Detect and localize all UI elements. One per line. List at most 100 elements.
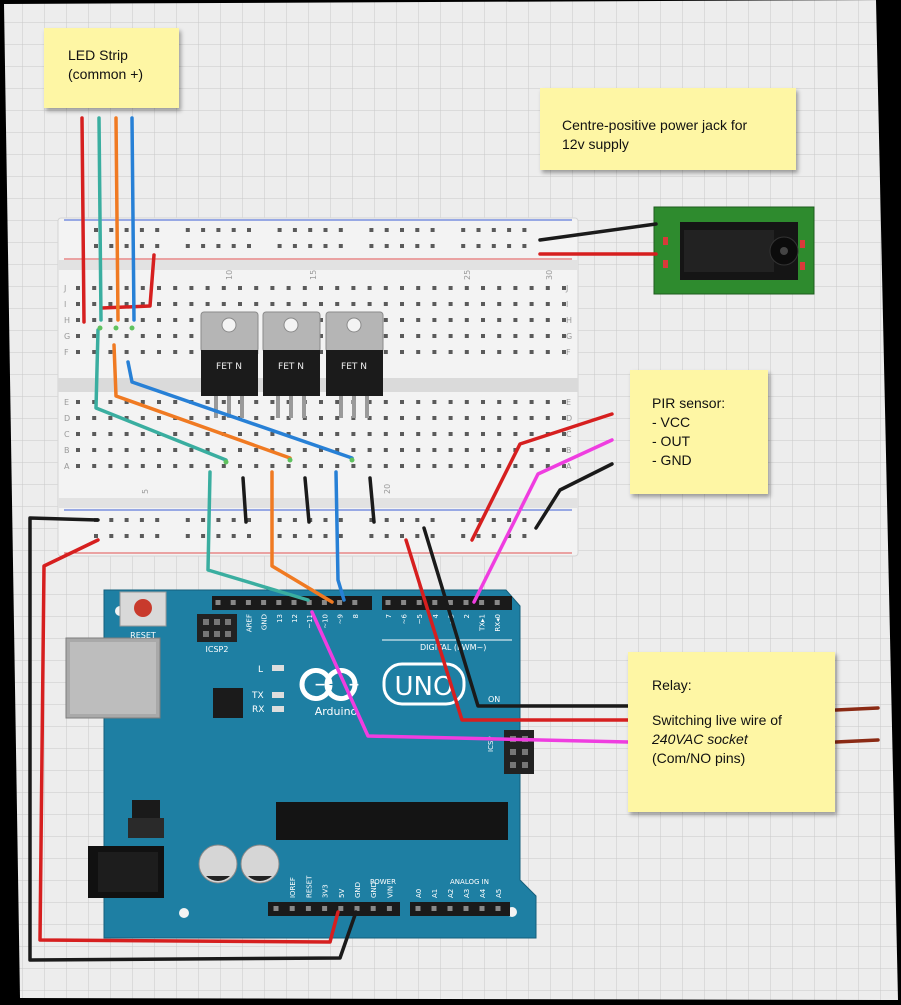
- breadboard-row-label-left: B: [64, 446, 70, 455]
- breadboard-row-label-right: H: [566, 316, 572, 325]
- led-l-label: L: [258, 665, 263, 675]
- icsp2-label: ICSP2: [206, 645, 229, 654]
- atmega-chip: [276, 802, 508, 840]
- led-rx-label: RX: [252, 705, 264, 715]
- breadboard-row-label-left: I: [64, 300, 66, 309]
- digital-header-pins: [215, 600, 500, 605]
- socket-wire-1: [834, 706, 880, 712]
- breadboard-row-label-right: D: [566, 414, 572, 423]
- breadboard-holes: [76, 228, 566, 538]
- breadboard-column-25-label: 25: [463, 270, 472, 280]
- mosfet-2: FET N: [262, 311, 321, 418]
- orange-gate-wire: [112, 343, 292, 460]
- digital-pin-label: AREF: [245, 614, 253, 632]
- digital-pin-label: TX▸1: [479, 614, 487, 632]
- icsp-header: [504, 730, 534, 774]
- digital-pin-label: GND: [261, 614, 269, 630]
- breadboard-row-label-left: H: [64, 316, 70, 325]
- breadboard-row-label-right: A: [566, 462, 572, 471]
- mosfet-3: FET N: [325, 311, 384, 418]
- relay-note-line3: (Com/NO pins): [652, 750, 746, 766]
- wires: [28, 116, 880, 962]
- mosfet-2-label: FET N: [278, 362, 304, 372]
- svg-text:−: −: [314, 677, 326, 693]
- analog-pin-label: A4: [479, 888, 487, 898]
- socket-wire-2: [834, 738, 880, 744]
- led-wire-orange: [114, 116, 120, 322]
- analog-header: [410, 902, 510, 916]
- digital-pin-label: 7: [385, 614, 393, 618]
- reset-label: RESET: [130, 631, 156, 640]
- icsp-label: ICSP: [487, 736, 495, 752]
- digital-pin-label: 12: [291, 614, 299, 623]
- relay-note: Relay: Switching live wire of 240VAC soc…: [628, 652, 835, 812]
- ground-jumper-2: [303, 476, 311, 524]
- pir-vcc-wire: [470, 412, 614, 542]
- breadboard-row-label-right: F: [566, 348, 571, 357]
- digital-pin-label: RX◂0: [494, 614, 502, 632]
- teal-gate-wire: [94, 328, 228, 462]
- analog-pin-label: A1: [431, 889, 439, 898]
- arduino-brand-text: Arduino: [315, 705, 358, 718]
- pir-note-vcc: - VCC: [652, 414, 691, 430]
- pir-gnd-wire: [534, 462, 614, 530]
- mosfet-3-label: FET N: [341, 362, 367, 372]
- mosfet-1-label: FET N: [216, 362, 242, 372]
- wire-endpoints: [97, 325, 355, 465]
- analog-label: ANALOG IN: [450, 878, 489, 886]
- teal-pwm-wire: [206, 470, 310, 602]
- led-note-line1: LED Strip: [68, 47, 128, 63]
- uno-logo-text: UNO: [395, 672, 454, 702]
- jack-note-line1: Centre-positive power jack for: [562, 117, 748, 133]
- relay-note-line1: Switching live wire of: [652, 712, 782, 728]
- breadboard-row-label-left: J: [63, 284, 66, 293]
- blue-pwm-wire: [334, 470, 346, 602]
- on-label: ON: [488, 695, 500, 704]
- power-pin-label: 3V3: [322, 884, 330, 898]
- breadboard-row-label-right: E: [566, 398, 571, 407]
- relay-red-wire: [404, 538, 630, 722]
- power-pin-label: RESET: [305, 875, 313, 898]
- breadboard-column-20-label: 20: [383, 484, 392, 494]
- jack-note-line2: 12v supply: [562, 136, 629, 152]
- power-label: POWER: [370, 878, 396, 886]
- power-pin-label: GND: [370, 882, 378, 898]
- led-tx-label: TX: [251, 691, 264, 701]
- power-pin-label: 5V: [338, 889, 346, 898]
- digital-pin-label: 13: [276, 614, 284, 623]
- power-jack: [653, 206, 815, 295]
- arduino-logo: − + UNO Arduino: [299, 662, 466, 718]
- led-wire-red: [80, 116, 86, 324]
- pir-sensor-note: PIR sensor: - VCC - OUT - GND: [630, 370, 768, 494]
- power-pin-label: GND: [354, 882, 362, 898]
- analog-pin-label: A3: [463, 889, 471, 898]
- pir-note-out: - OUT: [652, 433, 691, 449]
- breadboard-column-15-label: 15: [309, 270, 318, 280]
- breadboard-row-label-left: G: [64, 332, 70, 341]
- svg-text:+: +: [348, 677, 360, 693]
- power-pin-label: IOREF: [289, 877, 297, 898]
- led-strip-note: LED Strip (common +): [44, 28, 179, 108]
- voltage-regulator: [132, 800, 160, 820]
- relay-note-title: Relay:: [652, 677, 692, 693]
- ground-jumper-1: [241, 476, 248, 524]
- mosfet-1: FET N: [200, 311, 259, 418]
- digital-label: DIGITAL (PWM~): [420, 643, 486, 652]
- usb-chip: [213, 688, 243, 718]
- pir-out-wire: [472, 438, 614, 604]
- digital-pin-label: 4: [432, 613, 440, 618]
- relay-note-line2: 240VAC socket: [652, 731, 748, 747]
- digital-pin-label: ~9: [337, 614, 345, 624]
- analog-pin-label: A5: [495, 889, 503, 898]
- relay-magenta-wire: [310, 610, 630, 744]
- arduino-5v-wire: [38, 538, 340, 944]
- breadboard-row-label-left: F: [64, 348, 69, 357]
- orange-pwm-wire: [270, 470, 334, 604]
- led-wire-teal: [97, 116, 103, 322]
- jack-black-wire: [538, 222, 658, 242]
- breadboard-row-label-left: A: [64, 462, 70, 471]
